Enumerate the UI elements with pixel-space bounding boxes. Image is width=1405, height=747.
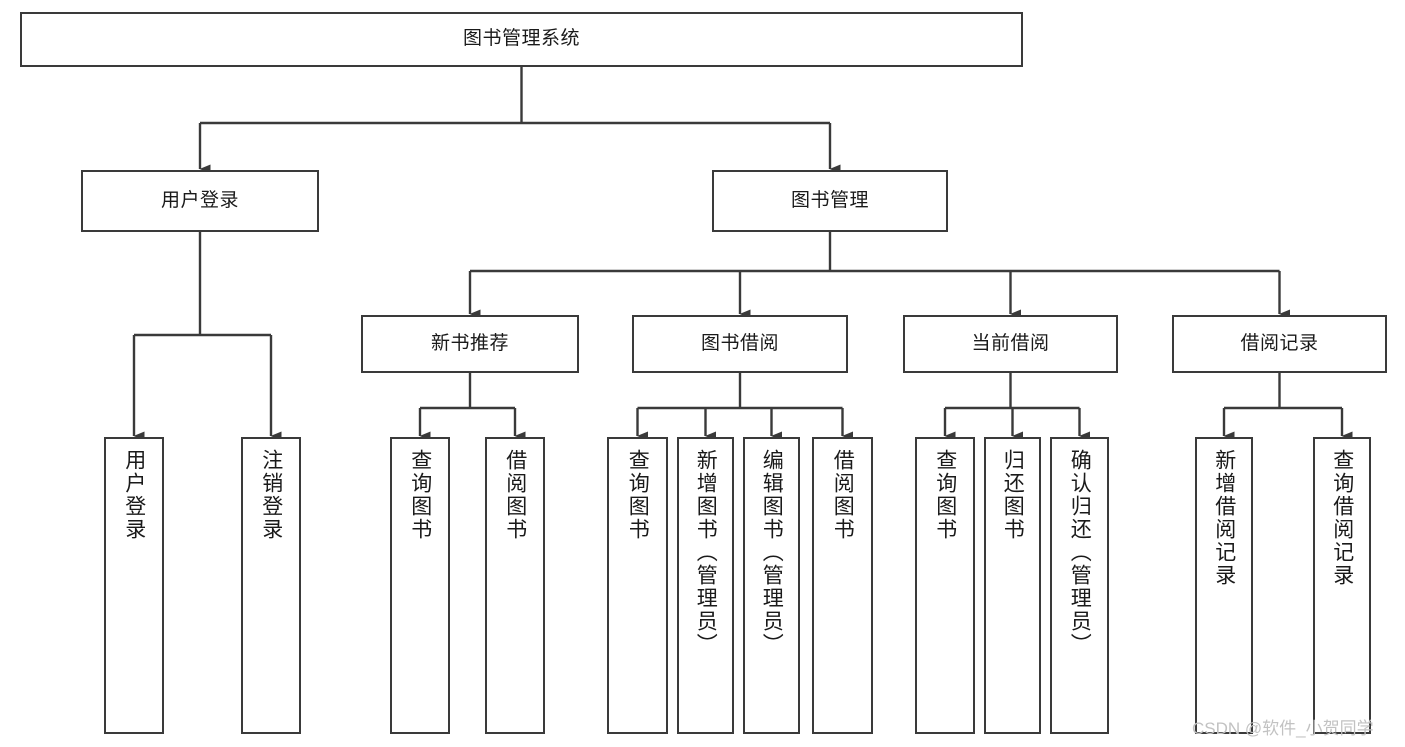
- node-label-leaf_edit: 编辑图书（管理员）: [760, 449, 784, 656]
- node-user_login[interactable]: 用户登录: [81, 170, 319, 232]
- node-leaf_q2[interactable]: 查询图书: [607, 437, 668, 734]
- node-current[interactable]: 当前借阅: [903, 315, 1118, 373]
- node-leaf_ret[interactable]: 归还图书: [984, 437, 1041, 734]
- node-new_rec[interactable]: 新书推荐: [361, 315, 579, 373]
- node-label-borrow: 图书借阅: [700, 332, 779, 354]
- node-label-leaf_login: 用户登录: [122, 449, 146, 541]
- node-root[interactable]: 图书管理系统: [20, 12, 1023, 67]
- node-label-records: 借阅记录: [1240, 332, 1319, 354]
- node-label-book_mgmt: 图书管理: [790, 189, 869, 211]
- node-leaf_b2[interactable]: 借阅图书: [812, 437, 873, 734]
- node-label-new_rec: 新书推荐: [430, 332, 509, 354]
- node-leaf_addrec[interactable]: 新增借阅记录: [1195, 437, 1253, 734]
- node-leaf_qrec[interactable]: 查询借阅记录: [1313, 437, 1371, 734]
- node-book_mgmt[interactable]: 图书管理: [712, 170, 948, 232]
- node-label-leaf_qrec: 查询借阅记录: [1330, 449, 1354, 587]
- node-leaf_login[interactable]: 用户登录: [104, 437, 164, 734]
- node-label-leaf_q3: 查询图书: [933, 449, 957, 541]
- node-label-leaf_b1: 借阅图书: [503, 449, 527, 541]
- node-label-leaf_b2: 借阅图书: [831, 449, 855, 541]
- node-label-leaf_q2: 查询图书: [626, 449, 650, 541]
- node-label-leaf_logout: 注销登录: [259, 449, 283, 541]
- node-label-leaf_conf: 确认归还（管理员）: [1068, 449, 1092, 656]
- node-leaf_q3[interactable]: 查询图书: [915, 437, 975, 734]
- node-label-user_login: 用户登录: [160, 189, 239, 211]
- node-label-leaf_q1: 查询图书: [408, 449, 432, 541]
- node-leaf_edit[interactable]: 编辑图书（管理员）: [743, 437, 800, 734]
- node-label-current: 当前借阅: [971, 332, 1050, 354]
- node-label-leaf_ret: 归还图书: [1001, 449, 1025, 541]
- node-leaf_logout[interactable]: 注销登录: [241, 437, 301, 734]
- node-leaf_add[interactable]: 新增图书（管理员）: [677, 437, 734, 734]
- node-label-leaf_add: 新增图书（管理员）: [694, 449, 718, 656]
- node-label-root: 图书管理系统: [462, 28, 580, 50]
- node-borrow[interactable]: 图书借阅: [632, 315, 848, 373]
- watermark-text: CSDN @软件_小贺同学: [1192, 719, 1374, 738]
- edges: [132, 67, 1353, 441]
- node-leaf_b1[interactable]: 借阅图书: [485, 437, 545, 734]
- node-leaf_q1[interactable]: 查询图书: [390, 437, 450, 734]
- node-label-leaf_addrec: 新增借阅记录: [1212, 449, 1236, 587]
- node-records[interactable]: 借阅记录: [1172, 315, 1387, 373]
- node-leaf_conf[interactable]: 确认归还（管理员）: [1050, 437, 1109, 734]
